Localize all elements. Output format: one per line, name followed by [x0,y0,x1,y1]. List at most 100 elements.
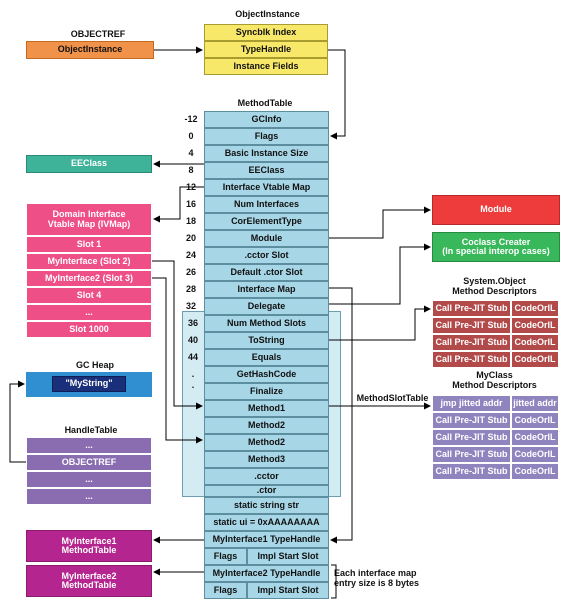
arrow-tostring-to-so-md [329,305,431,341]
so-md-row-2-stub: Call Pre-JIT Stub [432,317,511,334]
mc-md-row-3-stub: Call Pre-JIT Stub [432,429,511,446]
mc-md-row-4-code: CodeOrIL [511,446,559,463]
eeclass-box: EEClass [26,155,152,173]
handle-table-row-3: ... [26,471,152,488]
arrow-typehandle-to-flags [328,49,346,140]
ivmap-slot-1: Slot 1 [26,236,152,253]
mt-row-corelementtype: CorElementType [204,213,329,230]
arrow-handle-to-gcheap [9,380,26,463]
gc-heap-title: GC Heap [75,360,114,370]
imap-entry-2-impl: Impl Start Slot [247,582,329,599]
mt-offset-flags: 0 [188,131,194,141]
slot-gethashcode: GetHashCode [204,366,329,383]
gc-heap: "MyString" [26,372,152,397]
coclass-box: Coclass Creater (In special interop case… [432,232,560,262]
slot-method3: Method3 [204,451,329,468]
mc-md-row-2-code: CodeOrIL [511,412,559,429]
imap-entry-2-flags: Flags [204,582,247,599]
so-md-row-1-code: CodeOrIL [511,300,559,317]
arrow-module-to-module-box [329,206,431,239]
slot-method2-b: Method2 [204,434,329,451]
objectref-title: OBJECTREF [70,29,126,39]
mt-row-eeclass: EEClass [204,162,329,179]
slot-ctor: .ctor [204,485,329,497]
objectref-box: ObjectInstance [26,41,154,59]
mt-offset-gcinfo: -12 [184,114,198,124]
static-string-str: static string str [204,497,329,514]
ivmap-header: Domain Interface Vtable Map (IVMap) [26,203,152,236]
mt-row-cctor-slot: .cctor Slot [204,247,329,264]
slot-tostring: ToString [204,332,329,349]
so-md-row-3-code: CodeOrIL [511,334,559,351]
handle-table-title: HandleTable [64,425,118,435]
arrow-ivmap-pointer [153,186,204,223]
mt-offset-basic-size: 4 [188,148,194,158]
mt-row-interface-map: Interface Map [204,281,329,298]
mt-row-gcinfo: GCInfo [204,111,329,128]
slot-num-method-slots: Num Method Slots [204,315,329,332]
ivmap-ellipsis: ... [26,304,152,321]
mt-offset-num-interfaces: 16 [185,199,196,209]
mt-row-module: Module [204,230,329,247]
slot-offset-num-slots: 36 [187,318,198,328]
mt-offset-eeclass: 8 [188,165,194,175]
object-instance-typehandle: TypeHandle [204,41,328,58]
interface-map-note: Each interface map entry size is 8 bytes [334,568,420,588]
mc-md-row-5-code: CodeOrIL [511,463,559,480]
mt-row-basic-size: Basic Instance Size [204,145,329,162]
method-table-title: MethodTable [237,98,293,108]
slot-cctor: .cctor [204,468,329,485]
handle-table-row-4: ... [26,488,152,505]
mt-offset-module: 20 [185,233,196,243]
ivmap-slot-4: Slot 4 [26,287,152,304]
imap-entry-1-impl: Impl Start Slot [247,548,329,565]
myinterface1-methodtable: MyInterface1 MethodTable [26,530,152,562]
mt-offset-cctor-slot: 24 [185,250,196,260]
mt-offset-corelementtype: 18 [185,216,196,226]
imap-entry-2-typehandle: MyInterface2 TypeHandle [204,565,329,582]
slot-offset-finalize: . [191,380,195,390]
so-md-row-3-stub: Call Pre-JIT Stub [432,334,511,351]
system-object-descriptors-title: System.Object Method Descriptors [452,276,537,296]
mt-offset-interface-map: 28 [185,284,196,294]
arrow-delegate-to-coclass [329,243,431,305]
myinterface2-methodtable: MyInterface2 MethodTable [26,565,152,597]
slot-offset-gethashcode: . [191,369,195,379]
ivmap-slot-1000: Slot 1000 [26,321,152,338]
mc-md-row-5-stub: Call Pre-JIT Stub [432,463,511,480]
handle-table-row-1: ... [26,437,152,454]
gc-heap-string: "MyString" [52,376,126,392]
mt-row-default-ctor: Default .ctor Slot [204,264,329,281]
arrow-interface-map-to-entries [329,287,353,544]
static-ui: static ui = 0xAAAAAAAA [204,514,329,531]
mt-offset-default-ctor: 26 [185,267,196,277]
object-instance-fields: Instance Fields [204,58,328,75]
myclass-descriptors-title: MyClass Method Descriptors [452,370,537,390]
so-md-row-2-code: CodeOrIL [511,317,559,334]
mc-md-row-3-code: CodeOrIL [511,429,559,446]
slot-equals: Equals [204,349,329,366]
mc-md-row-4-stub: Call Pre-JIT Stub [432,446,511,463]
so-md-row-4-code: CodeOrIL [511,351,559,368]
so-md-row-1-stub: Call Pre-JIT Stub [432,300,511,317]
arrow-ivmap-slot2-to-method1 [152,260,203,410]
interface-note-bracket [331,564,337,599]
imap-entry-1-typehandle: MyInterface1 TypeHandle [204,531,329,548]
object-instance-syncblk: Syncblk Index [204,24,328,41]
mt-row-ivmap: Interface Vtable Map [204,179,329,196]
slot-offset-tostring: 40 [187,335,198,345]
mt-row-num-interfaces: Num Interfaces [204,196,329,213]
mc-md-row-2-stub: Call Pre-JIT Stub [432,412,511,429]
ivmap-slot-2: MyInterface (Slot 2) [26,253,152,270]
slot-method2-a: Method2 [204,417,329,434]
mt-offset-delegate: 32 [185,301,196,311]
slot-finalize: Finalize [204,383,329,400]
slot-offset-equals: 44 [187,352,198,362]
mc-md-row-1-jmp: jmp jitted addr [432,395,511,412]
slot-method1: Method1 [204,400,329,417]
ivmap-slot-3: MyInterface2 (Slot 3) [26,270,152,287]
arrow-ivmap-slot3-to-method2 [152,277,203,444]
module-box: Module [432,195,560,225]
mt-row-flags: Flags [204,128,329,145]
